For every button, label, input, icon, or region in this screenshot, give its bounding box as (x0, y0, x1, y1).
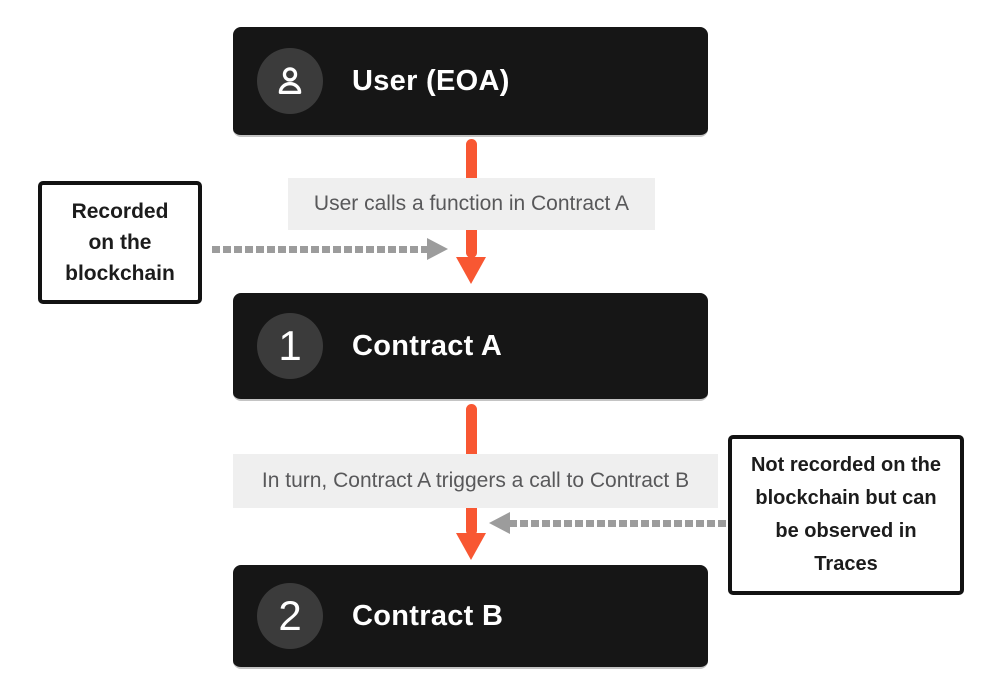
traces-pointer-line (509, 520, 726, 527)
step-2-badge: 2 (257, 583, 323, 649)
annotation-recorded-on-blockchain: Recorded on the blockchain (38, 181, 202, 304)
node-label: Contract A (352, 329, 503, 362)
badge-number: 2 (278, 592, 302, 639)
user-badge (257, 48, 323, 114)
node-label: Contract B (352, 599, 504, 632)
recorded-pointer-line (212, 246, 428, 253)
arrow-left-icon (489, 512, 510, 534)
step-1-badge: 1 (257, 313, 323, 379)
arrow-right-icon (427, 238, 448, 260)
arrow-down-icon (456, 257, 486, 284)
annotation-observed-in-traces: Not recorded on the blockchain but can b… (728, 435, 964, 595)
arrow-down-icon (456, 533, 486, 560)
node-user-eoa: User (EOA) (233, 27, 708, 137)
user-icon (278, 67, 302, 95)
edge-label-a-to-b: In turn, Contract A triggers a call to C… (233, 454, 718, 508)
node-contract-a: 1 Contract A (233, 293, 708, 401)
node-contract-b: 2 Contract B (233, 565, 708, 669)
node-label: User (EOA) (352, 64, 510, 97)
edge-label-user-to-a: User calls a function in Contract A (288, 178, 655, 230)
badge-number: 1 (278, 322, 302, 369)
